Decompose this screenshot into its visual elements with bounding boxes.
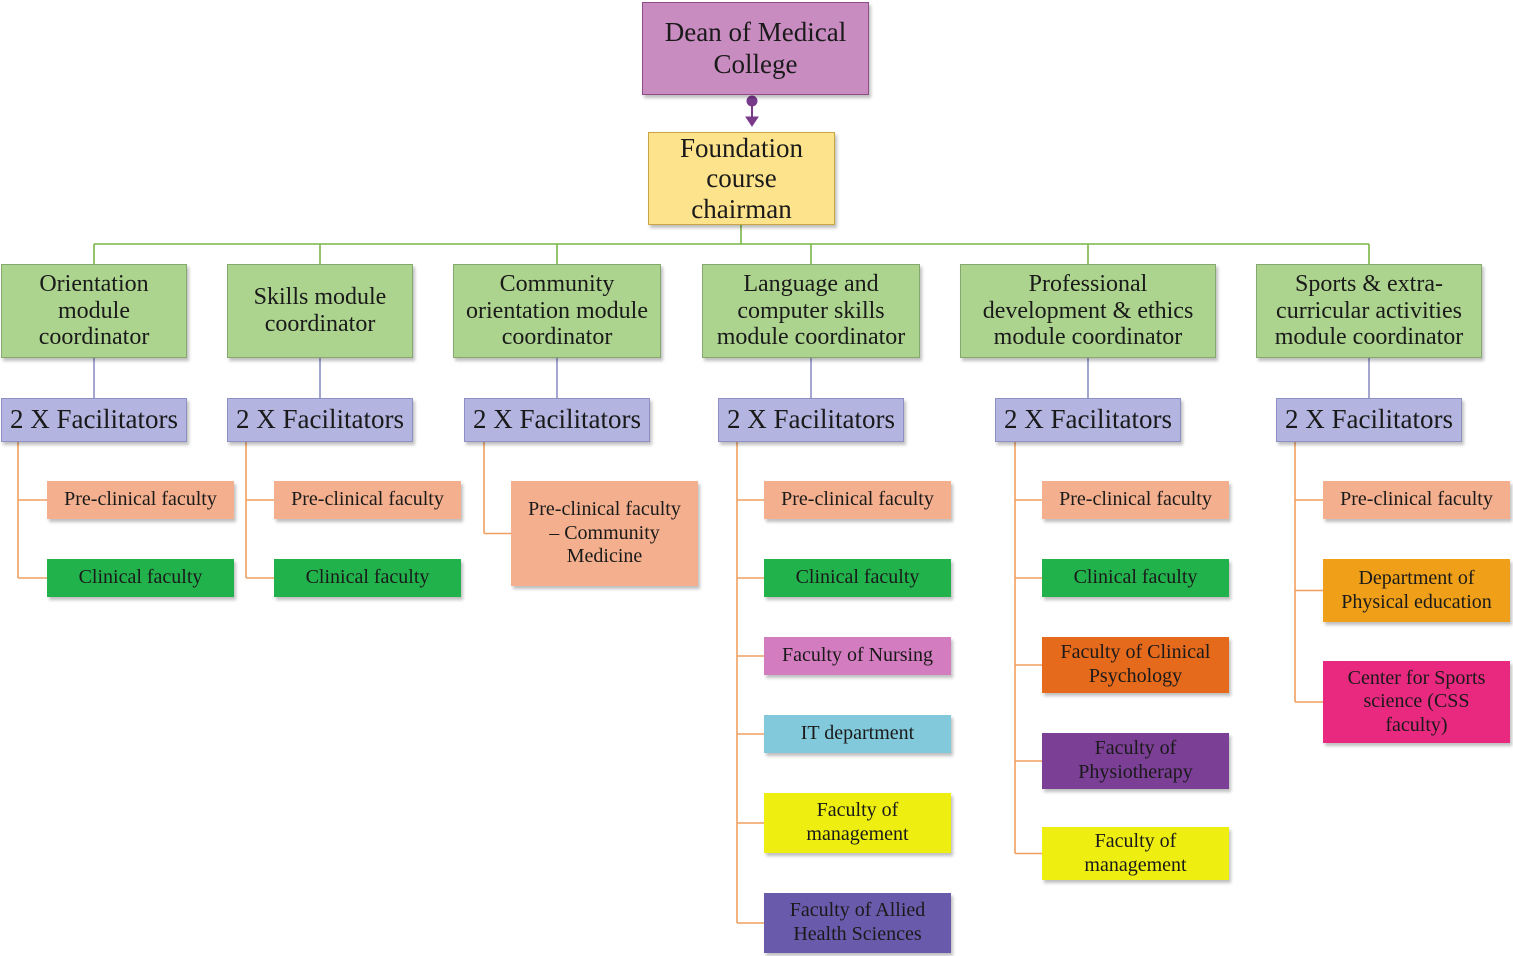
member-box-faculty-of-nursing: Faculty of Nursing: [764, 637, 951, 675]
member-label: Pre-clinical faculty: [1059, 488, 1212, 511]
facilitators-box: 2 X Facilitators: [995, 398, 1181, 442]
member-box-pre-clinical-faculty-community-medicine: Pre-clinical faculty – Community Medicin…: [511, 481, 698, 586]
coordinator-label: Language and computer skills module coor…: [716, 270, 906, 351]
facilitators-label: 2 X Facilitators: [1004, 404, 1172, 435]
member-box-faculty-of-allied-health-sciences: Faculty of Allied Health Sciences: [764, 893, 951, 953]
coordinator-label: Orientation module coordinator: [38, 270, 150, 351]
member-box-clinical-faculty: Clinical faculty: [274, 559, 461, 597]
member-label: Pre-clinical faculty: [291, 488, 444, 511]
arrow-tail-dot: [746, 95, 758, 107]
member-label: Faculty of Allied Health Sciences: [789, 899, 926, 945]
member-label: Faculty of management: [806, 799, 909, 845]
member-box-faculty-of-management: Faculty of management: [764, 793, 951, 853]
member-box-department-of-physical-education: Department of Physical education: [1323, 559, 1510, 622]
coordinator-box: Community orientation module coordinator: [453, 264, 661, 358]
member-label: Faculty of management: [1084, 829, 1187, 876]
member-box-clinical-faculty: Clinical faculty: [47, 559, 234, 597]
member-box-faculty-of-management: Faculty of management: [1042, 827, 1229, 880]
dean-label: Dean of Medical College: [664, 17, 847, 79]
member-label: Faculty of Nursing: [781, 644, 934, 667]
member-box-pre-clinical-faculty: Pre-clinical faculty: [1323, 481, 1510, 519]
coordinator-box: Language and computer skills module coor…: [702, 264, 920, 358]
facilitators-box: 2 X Facilitators: [464, 398, 650, 442]
branch-lines: [17, 225, 1370, 924]
member-box-clinical-faculty: Clinical faculty: [764, 559, 951, 597]
member-label: Clinical faculty: [78, 566, 203, 589]
facilitators-label: 2 X Facilitators: [10, 404, 178, 435]
coordinator-box: Sports & extra- curricular activities mo…: [1256, 264, 1482, 358]
facilitators-label: 2 X Facilitators: [1285, 404, 1453, 435]
coordinator-label: Professional development & ethics module…: [982, 270, 1194, 351]
dean-box: Dean of Medical College: [642, 2, 869, 95]
chairman-box: Foundation course chairman: [648, 132, 835, 225]
coordinator-label: Community orientation module coordinator: [466, 270, 648, 351]
member-box-pre-clinical-faculty: Pre-clinical faculty: [1042, 481, 1229, 519]
facilitators-box: 2 X Facilitators: [227, 398, 413, 442]
member-box-pre-clinical-faculty: Pre-clinical faculty: [47, 481, 234, 519]
member-box-center-for-sports-science-css-faculty: Center for Sports science (CSS faculty): [1323, 661, 1510, 743]
dean-to-chairman-arrow: [745, 95, 759, 127]
facilitators-box: 2 X Facilitators: [718, 398, 904, 442]
member-label: Center for Sports science (CSS faculty): [1347, 666, 1486, 736]
member-box-pre-clinical-faculty: Pre-clinical faculty: [764, 481, 951, 519]
member-label: Department of Physical education: [1341, 566, 1492, 613]
coordinator-label: Skills module coordinator: [253, 284, 387, 337]
facilitators-label: 2 X Facilitators: [727, 404, 895, 435]
member-label: Faculty of Physiotherapy: [1078, 737, 1193, 783]
member-label: Pre-clinical faculty: [64, 488, 217, 511]
chairman-label: Foundation course chairman: [679, 133, 803, 224]
arrow-head: [745, 116, 759, 127]
member-label: Faculty of Clinical Psychology: [1060, 641, 1211, 687]
facilitators-label: 2 X Facilitators: [236, 404, 404, 435]
member-box-it-department: IT department: [764, 715, 951, 753]
coordinator-box: Skills module coordinator: [227, 264, 413, 358]
coordinator-box: Professional development & ethics module…: [960, 264, 1216, 358]
member-label: Clinical faculty: [305, 566, 430, 589]
member-box-clinical-faculty: Clinical faculty: [1042, 559, 1229, 597]
member-box-faculty-of-physiotherapy: Faculty of Physiotherapy: [1042, 733, 1229, 789]
member-label: Clinical faculty: [795, 566, 920, 589]
facilitators-box: 2 X Facilitators: [1, 398, 187, 442]
member-label: Pre-clinical faculty – Community Medicin…: [528, 498, 681, 568]
facilitators-label: 2 X Facilitators: [473, 404, 641, 435]
coordinator-label: Sports & extra- curricular activities mo…: [1274, 270, 1464, 351]
member-label: Pre-clinical faculty: [781, 488, 934, 511]
member-box-pre-clinical-faculty: Pre-clinical faculty: [274, 481, 461, 519]
member-box-faculty-of-clinical-psychology: Faculty of Clinical Psychology: [1042, 637, 1229, 693]
member-label: Clinical faculty: [1073, 566, 1198, 589]
member-label: Pre-clinical faculty: [1340, 488, 1493, 511]
member-label: IT department: [800, 722, 915, 745]
facilitators-box: 2 X Facilitators: [1276, 398, 1462, 442]
coordinator-box: Orientation module coordinator: [1, 264, 187, 358]
